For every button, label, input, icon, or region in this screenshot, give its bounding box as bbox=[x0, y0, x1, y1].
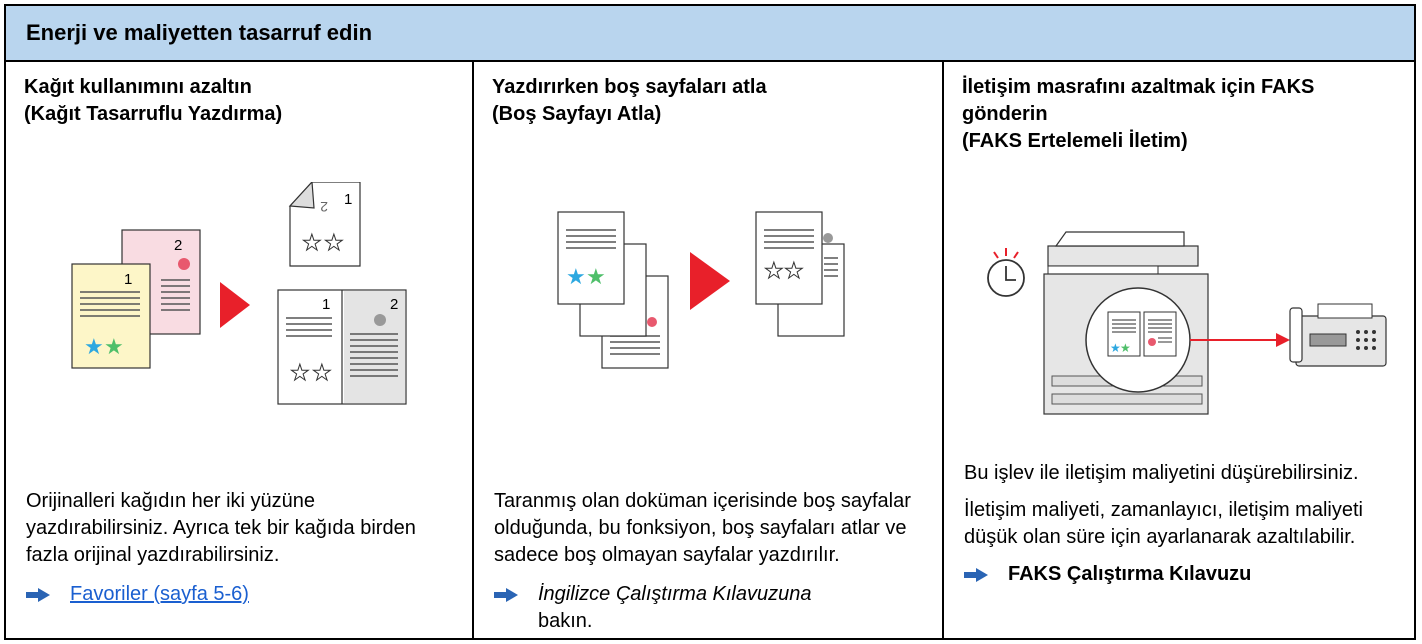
page-number: 1 bbox=[322, 296, 330, 313]
skip-blank-page-illustration-icon: ★ ★ ★ ★ bbox=[474, 182, 942, 472]
page-title: Enerji ve maliyetten tasarruf edin bbox=[26, 20, 373, 45]
duplex-illustration-icon: 2 1 ★ ★ bbox=[6, 180, 472, 472]
column-paper-saving: Kağıt kullanımını azaltın (Kağıt Tasarru… bbox=[6, 62, 474, 638]
page-number: 2 bbox=[320, 199, 328, 215]
column-body: Taranmış olan doküman içerisinde boş say… bbox=[494, 488, 928, 635]
reference: İngilizce Çalıştırma Kılavuzuna bakın. bbox=[494, 581, 928, 635]
column-body: Bu işlev ile iletişim maliyetini düşüreb… bbox=[964, 460, 1400, 588]
page-number: 2 bbox=[174, 237, 182, 254]
page-header: Enerji ve maliyetten tasarruf edin bbox=[6, 6, 1414, 62]
title-line: (Kağıt Tasarruflu Yazdırma) bbox=[24, 103, 283, 125]
column-title: İletişim masrafını azaltmak için FAKS gö… bbox=[962, 74, 1402, 155]
title-line: gönderin bbox=[962, 103, 1048, 125]
svg-text:★: ★ bbox=[784, 258, 804, 283]
title-line: (Boş Sayfayı Atla) bbox=[492, 103, 662, 125]
svg-text:★: ★ bbox=[84, 334, 104, 359]
column-title: Kağıt kullanımını azaltın (Kağıt Tasarru… bbox=[24, 74, 460, 128]
page-number: 1 bbox=[344, 191, 352, 208]
favorites-link[interactable]: Favoriler (sayfa 5-6) bbox=[70, 583, 249, 605]
svg-text:★: ★ bbox=[566, 264, 586, 289]
reference-suffix: bakın. bbox=[538, 610, 593, 632]
arrow-right-icon bbox=[494, 588, 518, 602]
svg-text:★: ★ bbox=[104, 334, 124, 359]
title-line: Yazdırırken boş sayfaları atla bbox=[492, 76, 767, 98]
page-number: 2 bbox=[390, 296, 398, 313]
svg-text:★: ★ bbox=[764, 258, 784, 283]
column-fax-delayed: İletişim masrafını azaltmak için FAKS gö… bbox=[944, 62, 1414, 638]
title-line: Kağıt kullanımını azaltın bbox=[24, 76, 252, 98]
svg-text:★: ★ bbox=[290, 360, 310, 385]
column-skip-blank: Yazdırırken boş sayfaları atla (Boş Sayf… bbox=[474, 62, 944, 638]
svg-text:★: ★ bbox=[1110, 341, 1121, 355]
reference-title: İngilizce Çalıştırma Kılavuzuna bbox=[538, 583, 812, 605]
column-body: Orijinalleri kağıdın her iki yüzüne yazd… bbox=[26, 488, 458, 608]
body-text: İletişim maliyeti, zamanlayıcı, iletişim… bbox=[964, 499, 1363, 548]
title-line: İletişim masrafını azaltmak için FAKS bbox=[962, 76, 1315, 98]
reference-title: FAKS Çalıştırma Kılavuzu bbox=[1008, 563, 1252, 585]
arrow-right-icon bbox=[26, 588, 50, 602]
fax-delayed-illustration-icon: ★ ★ bbox=[944, 182, 1414, 472]
title-line: (FAKS Ertelemeli İletim) bbox=[962, 130, 1188, 152]
reference: Favoriler (sayfa 5-6) bbox=[26, 581, 458, 608]
body-text: Bu işlev ile iletişim maliyetini düşüreb… bbox=[964, 462, 1359, 484]
svg-text:★: ★ bbox=[302, 230, 322, 255]
svg-text:★: ★ bbox=[586, 264, 606, 289]
body-text: Orijinalleri kağıdın her iki yüzüne yazd… bbox=[26, 490, 416, 566]
svg-text:★: ★ bbox=[312, 360, 332, 385]
page-frame: Enerji ve maliyetten tasarruf edin Kağıt… bbox=[4, 4, 1416, 640]
page-number: 1 bbox=[124, 271, 132, 288]
column-title: Yazdırırken boş sayfaları atla (Boş Sayf… bbox=[492, 74, 930, 128]
svg-text:★: ★ bbox=[324, 230, 344, 255]
svg-text:★: ★ bbox=[1120, 341, 1131, 355]
arrow-right-icon bbox=[964, 568, 988, 582]
reference: FAKS Çalıştırma Kılavuzu bbox=[964, 561, 1400, 588]
body-text: Taranmış olan doküman içerisinde boş say… bbox=[494, 490, 911, 566]
